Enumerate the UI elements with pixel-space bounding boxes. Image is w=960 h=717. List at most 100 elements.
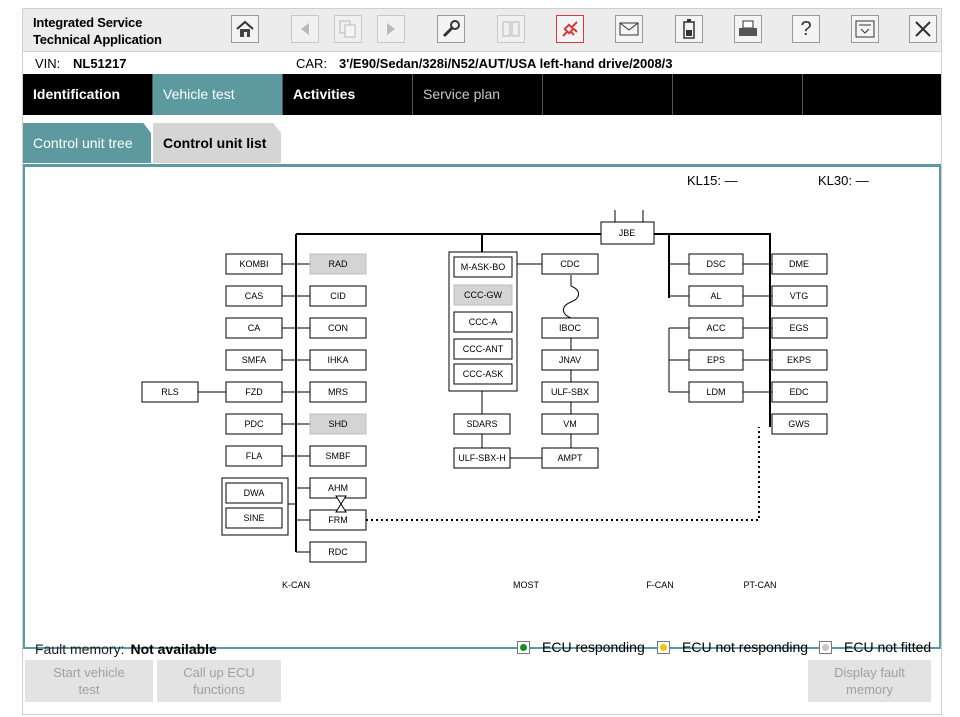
mail-icon xyxy=(619,22,639,36)
ecu-smbf[interactable]: SMBF xyxy=(309,445,367,467)
svg-text:CCC-ASK: CCC-ASK xyxy=(463,369,504,379)
ecu-ccc-a[interactable]: CCC-A xyxy=(453,311,513,333)
fcan-stubs xyxy=(669,263,689,393)
ecu-rad[interactable]: RAD xyxy=(309,253,367,275)
call-up-ecu-functions-button[interactable]: Call up ECU functions xyxy=(157,660,281,702)
ecu-cas[interactable]: CAS xyxy=(225,285,283,307)
mail-button[interactable] xyxy=(615,15,643,43)
svg-text:M-ASK-BO: M-ASK-BO xyxy=(461,262,506,272)
ecu-pdc[interactable]: PDC xyxy=(225,413,283,435)
ecu-con[interactable]: CON xyxy=(309,317,367,339)
ecu-rls[interactable]: RLS xyxy=(141,381,199,403)
ecu-fzd[interactable]: FZD xyxy=(225,381,283,403)
print-button[interactable] xyxy=(734,15,762,43)
ecu-gws[interactable]: GWS xyxy=(771,413,828,435)
svg-text:RLS: RLS xyxy=(161,387,179,397)
not-fitted-indicator-icon xyxy=(819,640,832,654)
window-button[interactable] xyxy=(851,15,879,43)
start-vehicle-test-button[interactable]: Start vehicle test xyxy=(25,660,153,702)
ecu-ahm[interactable]: AHM xyxy=(309,477,367,499)
ecu-vtg[interactable]: VTG xyxy=(771,285,828,307)
tab-identification[interactable]: Identification xyxy=(23,74,153,115)
ecu-smfa[interactable]: SMFA xyxy=(225,349,283,371)
ecu-sine[interactable]: SINE xyxy=(225,507,283,529)
ecu-shd[interactable]: SHD xyxy=(309,413,367,435)
ecu-egs[interactable]: EGS xyxy=(771,317,828,339)
ecu-cid[interactable]: CID xyxy=(309,285,367,307)
ecu-al[interactable]: AL xyxy=(688,285,744,307)
ecu-ca[interactable]: CA xyxy=(225,317,283,339)
responding-indicator-icon xyxy=(517,640,530,654)
close-icon xyxy=(915,21,931,37)
svg-text:CCC-ANT: CCC-ANT xyxy=(463,344,504,354)
ecu-vm[interactable]: VM xyxy=(541,413,599,435)
ecu-fla[interactable]: FLA xyxy=(225,445,283,467)
ecu-eps[interactable]: EPS xyxy=(688,349,744,371)
svg-text:SINE: SINE xyxy=(243,513,264,523)
window-icon xyxy=(855,20,875,38)
ecu-sdars[interactable]: SDARS xyxy=(453,413,511,435)
ecu-ulf-sbx[interactable]: ULF-SBX xyxy=(541,381,599,403)
tab-control-unit-list[interactable]: Control unit list xyxy=(153,123,281,163)
kl30-status: KL30: — xyxy=(818,173,869,188)
ecu-ekps[interactable]: EKPS xyxy=(771,349,828,371)
svg-text:AL: AL xyxy=(710,291,721,301)
title-bar: Integrated Service Technical Application xyxy=(23,9,941,52)
vin-value: NL51217 xyxy=(73,56,127,71)
bus-label-fcan: F-CAN xyxy=(646,580,674,590)
wrench-button[interactable] xyxy=(437,15,465,43)
ecu-ampt[interactable]: AMPT xyxy=(541,447,599,469)
ecu-ccc-ant[interactable]: CCC-ANT xyxy=(453,338,513,360)
wrench-icon xyxy=(442,20,460,38)
ecu-dsc[interactable]: DSC xyxy=(688,253,744,275)
bus-label-most: MOST xyxy=(513,580,540,590)
ecu-ulf-sbx-h[interactable]: ULF-SBX-H xyxy=(453,447,511,469)
home-button[interactable] xyxy=(231,15,259,43)
back-button[interactable] xyxy=(291,15,319,43)
close-button[interactable] xyxy=(909,15,937,43)
tab-service-plan[interactable]: Service plan xyxy=(413,74,543,115)
ecu-dme[interactable]: DME xyxy=(771,253,828,275)
main-nav: Identification Vehicle test Activities S… xyxy=(23,74,941,115)
transfer-button[interactable] xyxy=(497,15,525,43)
tab-activities[interactable]: Activities xyxy=(283,74,413,115)
help-icon: ? xyxy=(800,17,812,40)
ecu-kombi[interactable]: KOMBI xyxy=(225,253,283,275)
forward-button[interactable] xyxy=(377,15,405,43)
ecu-frm[interactable]: FRM xyxy=(309,509,367,531)
ecu-ihka[interactable]: IHKA xyxy=(309,349,367,371)
svg-text:SHD: SHD xyxy=(328,419,348,429)
frm-ptcan-dotted xyxy=(366,427,760,521)
sub-tabs: Control unit tree Control unit list xyxy=(23,119,941,164)
svg-text:GWS: GWS xyxy=(788,419,810,429)
ecu-jbe[interactable]: JBE xyxy=(600,221,655,245)
vehicle-info-bar: VIN: NL51217 CAR: 3'/E90/Sedan/328i/N52/… xyxy=(23,52,941,74)
ecu-ccc-ask[interactable]: CCC-ASK xyxy=(453,363,513,385)
most-chain-left xyxy=(481,391,542,459)
ecu-mrs[interactable]: MRS xyxy=(309,381,367,403)
tab-vehicle-test[interactable]: Vehicle test xyxy=(153,74,283,115)
ista-window: Integrated Service Technical Application xyxy=(22,8,942,715)
ecu-ccc-gw[interactable]: CCC-GW xyxy=(453,284,513,306)
ecu-ldm[interactable]: LDM xyxy=(688,381,744,403)
ecu-cdc[interactable]: CDC xyxy=(541,253,599,275)
ecu-iboc[interactable]: IBOC xyxy=(541,317,599,339)
ecu-jnav[interactable]: JNAV xyxy=(541,349,599,371)
svg-text:MRS: MRS xyxy=(328,387,348,397)
ecu-m-ask-bo[interactable]: M-ASK-BO xyxy=(453,256,513,278)
car-label: CAR: xyxy=(296,56,328,71)
battery-button[interactable] xyxy=(675,15,703,43)
tab-control-unit-tree[interactable]: Control unit tree xyxy=(23,123,151,163)
display-fault-memory-button[interactable]: Display fault memory xyxy=(808,660,931,702)
svg-text:KOMBI: KOMBI xyxy=(239,259,268,269)
connection-button[interactable] xyxy=(556,15,584,43)
ecu-acc[interactable]: ACC xyxy=(688,317,744,339)
ecu-edc[interactable]: EDC xyxy=(771,381,828,403)
ecu-dwa[interactable]: DWA xyxy=(225,482,283,504)
tab-empty-2 xyxy=(673,74,803,115)
copy-button[interactable] xyxy=(334,15,362,43)
help-button[interactable]: ? xyxy=(792,15,820,43)
svg-text:PDC: PDC xyxy=(244,419,264,429)
ecu-rdc[interactable]: RDC xyxy=(309,541,367,563)
app-title: Integrated Service Technical Application xyxy=(33,14,162,48)
